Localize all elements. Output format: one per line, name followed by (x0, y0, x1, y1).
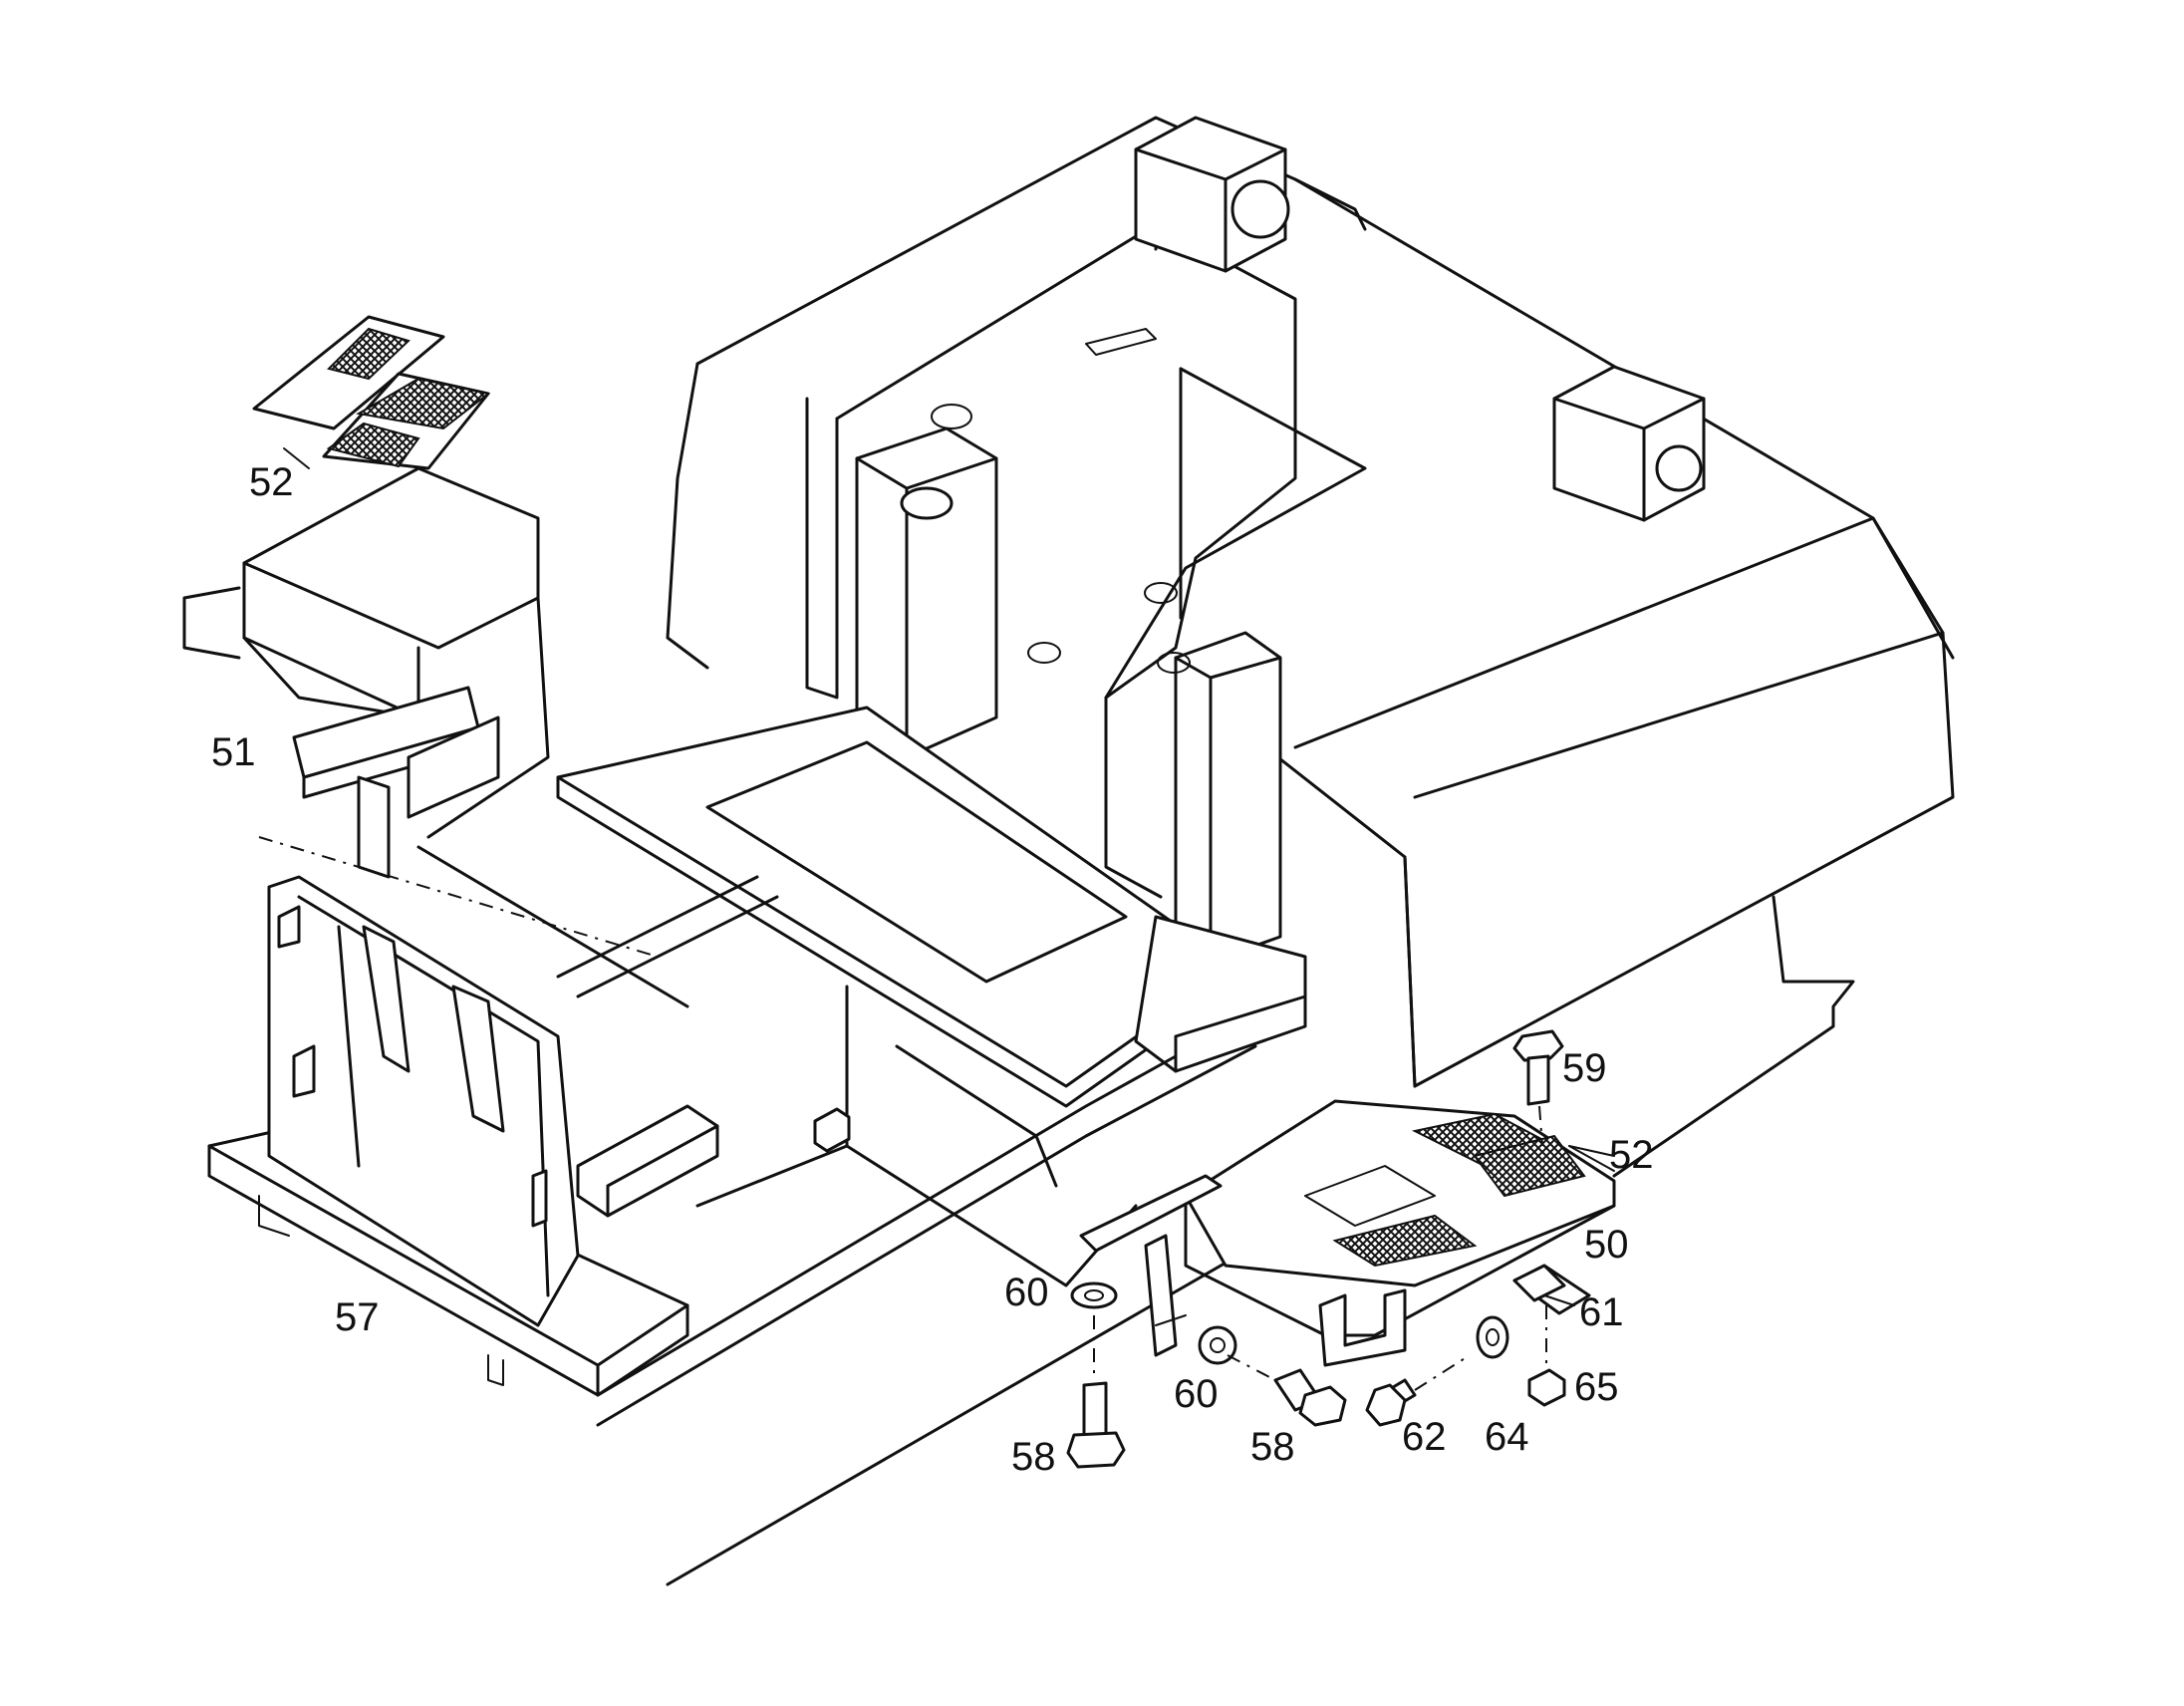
machine-body (666, 116, 1955, 1178)
label-60-a: 60 (1004, 1271, 1049, 1314)
part-57-frame (207, 875, 689, 1397)
label-61: 61 (1579, 1290, 1624, 1334)
label-62: 62 (1402, 1415, 1447, 1459)
label-64: 64 (1485, 1415, 1529, 1459)
label-58-a: 58 (1011, 1435, 1056, 1479)
base-frame (258, 836, 1257, 1586)
label-57: 57 (335, 1295, 380, 1339)
part-52-mats (252, 315, 491, 470)
fasteners (1066, 1029, 1566, 1469)
label-50: 50 (1584, 1223, 1629, 1267)
label-51: 51 (211, 730, 256, 774)
label-60-b: 60 (1174, 1372, 1219, 1416)
part-51-cover (182, 466, 550, 879)
label-58-b: 58 (1250, 1425, 1295, 1469)
label-59: 59 (1562, 1046, 1607, 1090)
label-52-top: 52 (249, 460, 294, 504)
label-52-right: 52 (1609, 1133, 1654, 1177)
part-labels: 52 51 57 59 52 50 60 61 60 65 58 58 62 6… (211, 460, 1654, 1479)
tray-plate (556, 706, 1307, 1108)
part-50-step (1079, 1099, 1616, 1367)
leader-lines (1155, 1145, 1615, 1326)
label-65: 65 (1574, 1365, 1619, 1409)
